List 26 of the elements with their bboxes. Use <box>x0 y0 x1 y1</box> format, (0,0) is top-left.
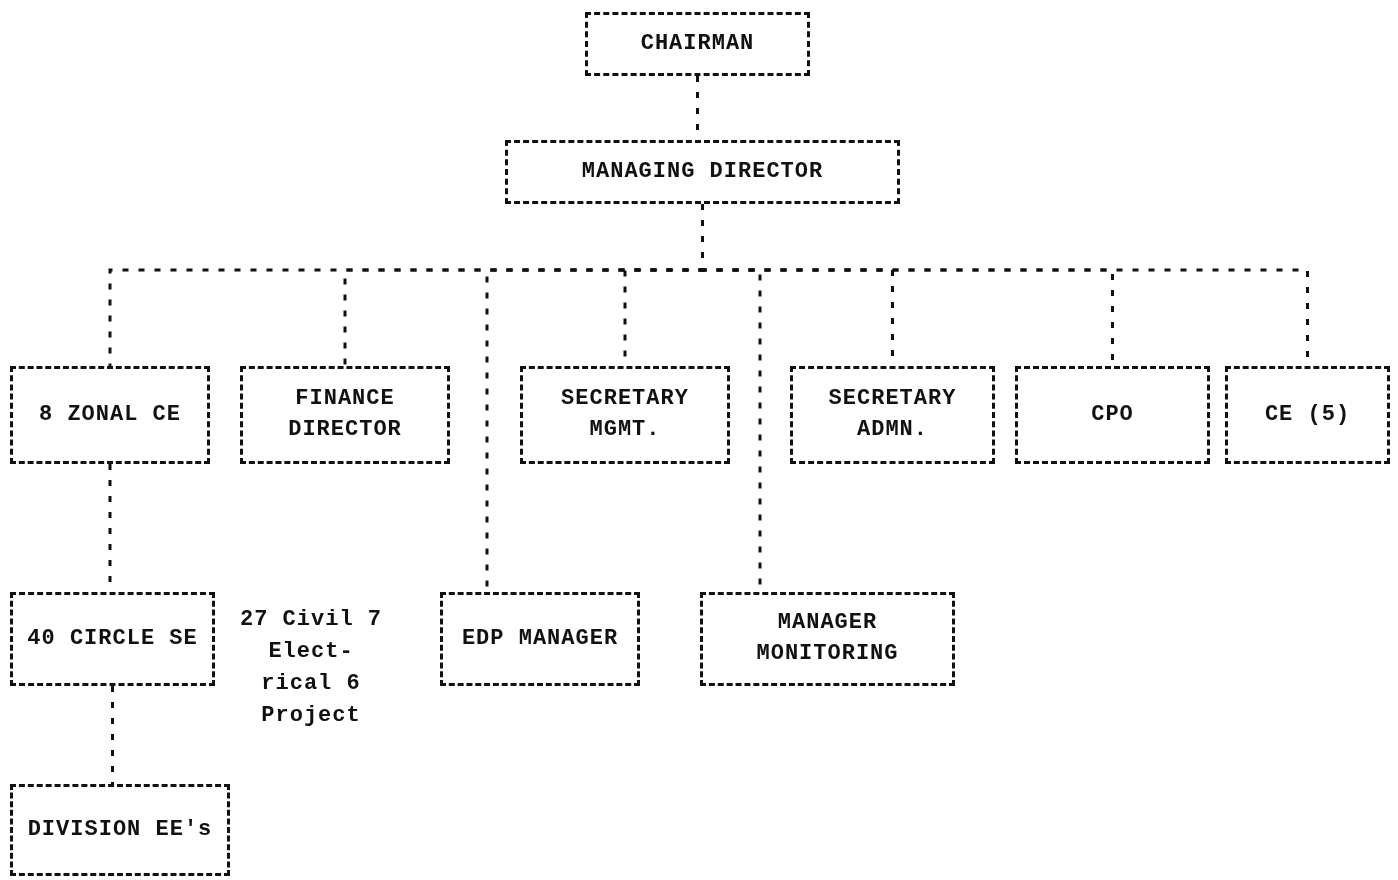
position-title: SECRETARY ADMN. <box>827 385 958 444</box>
position-title: FINANCE DIRECTOR <box>287 385 403 444</box>
position-title: CPO <box>1091 400 1134 429</box>
org-box <box>10 366 210 464</box>
org-box <box>1015 366 1210 464</box>
position-title: 40 CIRCLE SE <box>27 624 198 653</box>
position-title: MANAGER MONITORING <box>755 609 900 668</box>
org-box <box>790 366 995 464</box>
position-title: CE (5) <box>1264 400 1351 429</box>
position-title: MANAGING DIRECTOR <box>581 157 824 186</box>
position-title: 8 ZONAL CE <box>39 400 181 429</box>
org-box <box>10 592 215 686</box>
position-title: EDP MANAGER <box>461 624 619 653</box>
org-box <box>700 592 955 686</box>
org-box <box>440 592 640 686</box>
note-text: 27 Civil 7 Elect- rical 6 Project <box>239 606 383 730</box>
org-box <box>505 140 900 204</box>
position-title: CHAIRMAN <box>640 29 755 58</box>
position-title: SECRETARY MGMT. <box>560 385 690 444</box>
position-title: DIVISION EE's <box>27 815 213 844</box>
connector-line <box>111 686 114 784</box>
org-box <box>585 12 810 76</box>
org-box <box>240 366 450 464</box>
org-box <box>10 784 230 876</box>
org-box <box>1225 366 1390 464</box>
org-box <box>520 366 730 464</box>
